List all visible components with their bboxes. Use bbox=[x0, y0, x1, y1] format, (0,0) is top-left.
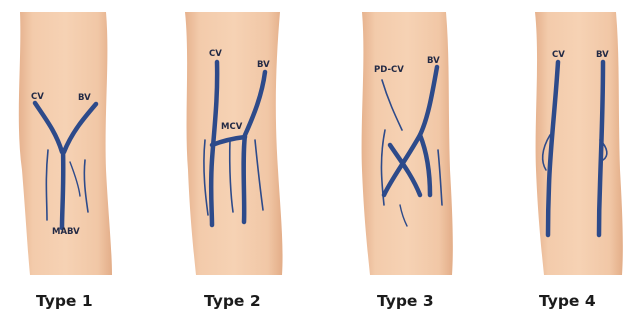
panel-type-1: CV BV MABV Type 1 bbox=[19, 12, 112, 310]
label-bv: BV bbox=[257, 60, 270, 70]
label-bv: BV bbox=[78, 93, 91, 103]
panel-type-2: CV BV MCV Type 2 bbox=[185, 12, 283, 310]
label-pd-cv: PD-CV bbox=[374, 65, 404, 75]
label-cv: CV bbox=[31, 92, 44, 102]
type-label: Type 2 bbox=[204, 292, 261, 310]
label-cv: CV bbox=[209, 49, 222, 59]
type-label: Type 1 bbox=[36, 292, 93, 310]
label-bv: BV bbox=[427, 56, 440, 66]
median-antebrachial-vein bbox=[62, 150, 63, 228]
label-mabv: MABV bbox=[52, 227, 80, 237]
arm-silhouette bbox=[185, 12, 283, 275]
arm-silhouette bbox=[362, 12, 453, 275]
label-bv: BV bbox=[596, 50, 609, 60]
label-cv: CV bbox=[552, 50, 565, 60]
type-label: Type 3 bbox=[377, 292, 434, 310]
label-mcv: MCV bbox=[221, 122, 243, 132]
type-label: Type 4 bbox=[539, 292, 596, 310]
panel-type-3: PD-CV BV Type 3 bbox=[362, 12, 453, 310]
panel-type-4: CV BV Type 4 bbox=[535, 12, 623, 310]
